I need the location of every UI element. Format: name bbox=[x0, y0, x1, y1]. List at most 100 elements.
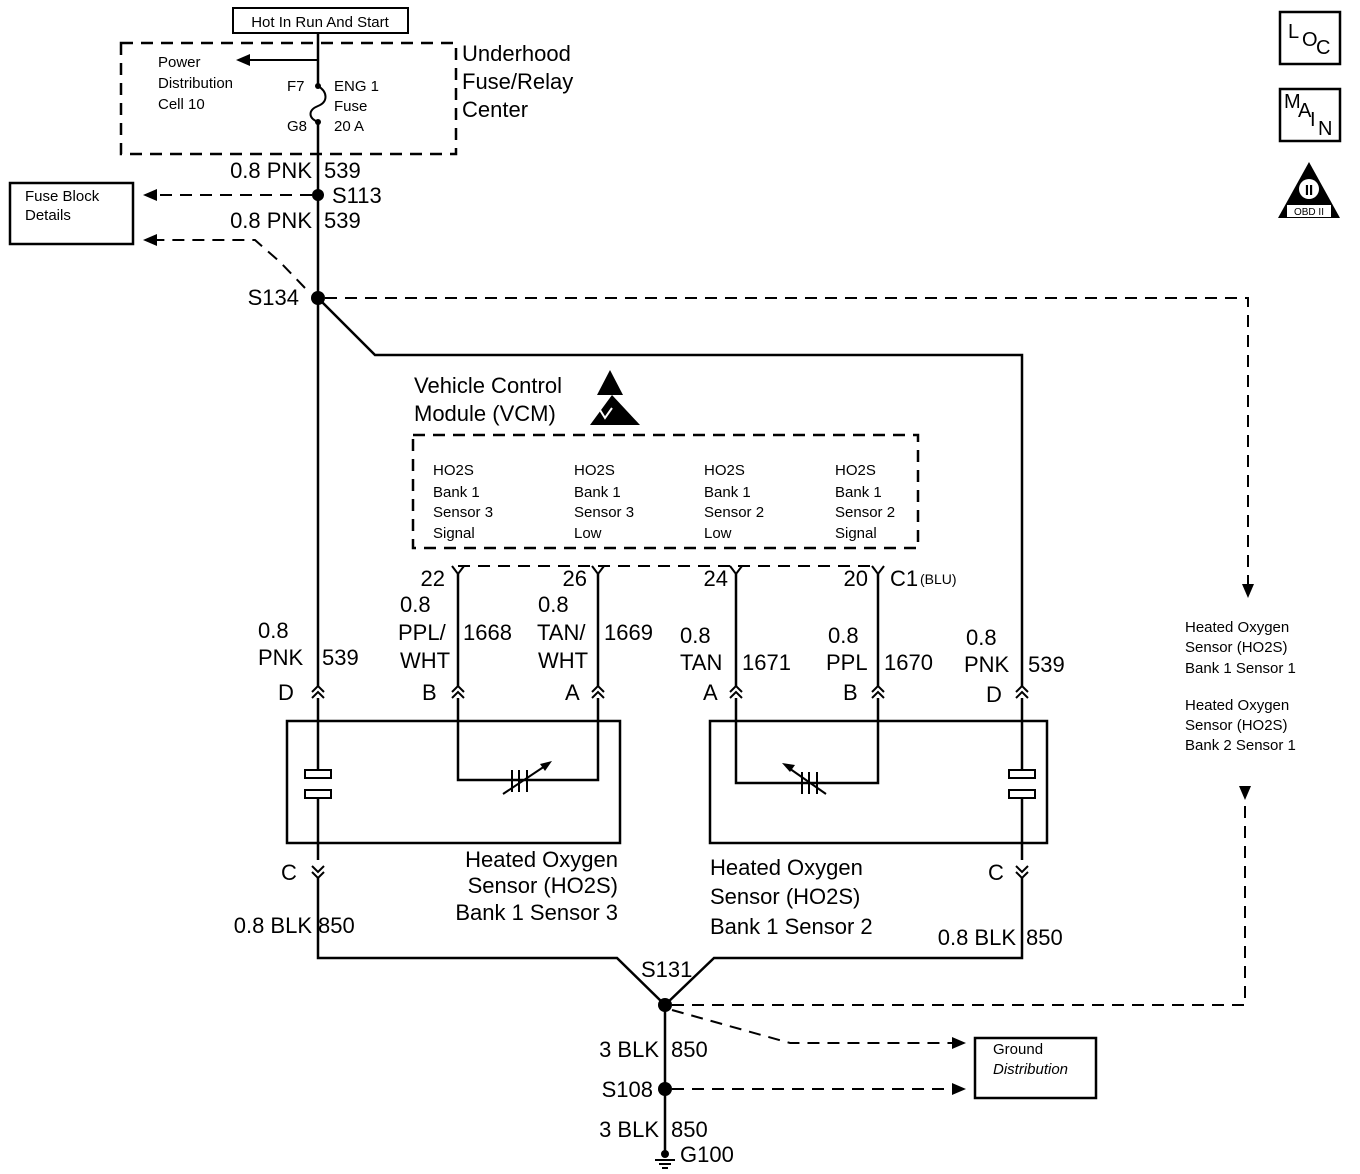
svg-text:Heated Oxygen: Heated Oxygen bbox=[1185, 619, 1289, 636]
arrow-down-icon bbox=[1239, 786, 1251, 800]
connector-c1: C1 bbox=[890, 566, 918, 591]
circuit-1671: 0.8 TAN 1671 bbox=[680, 623, 791, 675]
svg-text:Sensor (HO2S): Sensor (HO2S) bbox=[1185, 639, 1288, 656]
fuse-center-line3: Center bbox=[462, 97, 528, 122]
connector-c1-pins bbox=[451, 565, 885, 576]
svg-text:WHT: WHT bbox=[538, 648, 588, 673]
svg-text:Bank 1: Bank 1 bbox=[704, 484, 751, 501]
g8-label: G8 bbox=[287, 118, 307, 135]
blk-right-num: 850 bbox=[1026, 925, 1063, 950]
svg-text:Low: Low bbox=[574, 525, 602, 542]
pin-a-s2: A bbox=[703, 680, 718, 705]
svg-text:539: 539 bbox=[1028, 652, 1065, 677]
note-bank2-sensor1: Heated Oxygen Sensor (HO2S) Bank 2 Senso… bbox=[1185, 697, 1296, 754]
svg-text:0.8: 0.8 bbox=[966, 625, 997, 650]
svg-text:N: N bbox=[1318, 118, 1332, 140]
circuit-right-pnk: 0.8 PNK 539 bbox=[964, 625, 1065, 677]
pnk-mid-num: 539 bbox=[324, 208, 361, 233]
pnk-top-num: 539 bbox=[324, 158, 361, 183]
vcm-title-1: Vehicle Control bbox=[414, 373, 562, 398]
power-dist-line2: Distribution bbox=[158, 75, 233, 92]
fuse-icon bbox=[309, 85, 327, 123]
circuit-1669: 0.8 TAN/ WHT 1669 bbox=[537, 592, 653, 673]
fuse-relay-center-box bbox=[119, 41, 458, 156]
pin-d-s2: D bbox=[986, 682, 1002, 707]
svg-text:Bank 1: Bank 1 bbox=[433, 484, 480, 501]
svg-text:Heated Oxygen: Heated Oxygen bbox=[1185, 697, 1289, 714]
blk3-a-num: 850 bbox=[671, 1037, 708, 1062]
svg-text:TAN/: TAN/ bbox=[537, 620, 586, 645]
svg-text:OBD II: OBD II bbox=[1294, 207, 1324, 218]
heater-element-icon bbox=[1008, 769, 1036, 799]
svg-text:WHT: WHT bbox=[400, 648, 450, 673]
loc-badge[interactable]: L O C bbox=[1278, 10, 1342, 66]
connector-color: (BLU) bbox=[920, 571, 957, 587]
fuse-label-2: Fuse bbox=[334, 98, 367, 115]
svg-text:0.8: 0.8 bbox=[538, 592, 569, 617]
power-dist-line1: Power bbox=[158, 54, 201, 71]
pnk-mid-size: 0.8 PNK bbox=[230, 208, 312, 233]
sensor-s2-line2: Sensor (HO2S) bbox=[710, 884, 860, 909]
pin-b-s3: B bbox=[422, 680, 437, 705]
svg-text:L: L bbox=[1288, 21, 1299, 43]
sensor-s3-line1: Heated Oxygen bbox=[465, 847, 618, 872]
svg-text:Bank 1 Sensor 1: Bank 1 Sensor 1 bbox=[1185, 660, 1296, 677]
pin-a-s3: A bbox=[565, 680, 580, 705]
svg-text:Signal: Signal bbox=[835, 525, 877, 542]
fuse-block-line1: Fuse Block bbox=[25, 188, 100, 205]
s108-label: S108 bbox=[602, 1077, 653, 1102]
note-bank1-sensor1: Heated Oxygen Sensor (HO2S) Bank 1 Senso… bbox=[1185, 619, 1296, 677]
esd-warning-icon bbox=[590, 370, 640, 425]
svg-text:HO2S: HO2S bbox=[433, 462, 474, 479]
svg-text:1670: 1670 bbox=[884, 650, 933, 675]
arrow-left-icon bbox=[143, 234, 157, 246]
svg-text:Low: Low bbox=[704, 525, 732, 542]
obd-ii-icon: II OBD II bbox=[1278, 162, 1340, 218]
svg-text:0.8: 0.8 bbox=[258, 618, 289, 643]
blk3-b-num: 850 bbox=[671, 1117, 708, 1142]
pin-c-s2: C bbox=[988, 860, 1004, 885]
pin-24: 24 bbox=[704, 566, 728, 591]
arrow-right-icon bbox=[952, 1083, 966, 1095]
svg-text:C: C bbox=[1316, 37, 1330, 59]
svg-text:Sensor 3: Sensor 3 bbox=[433, 504, 493, 521]
fuse-block-line2: Details bbox=[25, 207, 71, 224]
svg-text:0.8: 0.8 bbox=[828, 623, 859, 648]
circuit-left-pnk: 0.8 PNK 539 bbox=[258, 618, 359, 670]
svg-text:TAN: TAN bbox=[680, 650, 722, 675]
circuit-1668: 0.8 PPL/ WHT 1668 bbox=[398, 592, 512, 673]
fuse-block-details-box bbox=[8, 181, 135, 246]
blk-right-size: 0.8 BLK bbox=[938, 925, 1017, 950]
vcm-box bbox=[411, 433, 920, 550]
pin-20: 20 bbox=[844, 566, 868, 591]
vcm-signal-4: HO2S Bank 1 Sensor 2 Signal bbox=[835, 462, 895, 542]
svg-text:M: M bbox=[1284, 91, 1301, 113]
svg-text:Bank 1: Bank 1 bbox=[574, 484, 621, 501]
svg-text:HO2S: HO2S bbox=[574, 462, 615, 479]
svg-text:A: A bbox=[1298, 100, 1312, 122]
sensor-element-icon bbox=[782, 763, 827, 795]
svg-text:Sensor 2: Sensor 2 bbox=[704, 504, 764, 521]
splice-s108 bbox=[658, 1082, 672, 1096]
main-badge[interactable]: M A I N bbox=[1278, 87, 1342, 143]
svg-text:HO2S: HO2S bbox=[835, 462, 876, 479]
s134-label: S134 bbox=[248, 285, 299, 310]
vcm-signal-3: HO2S Bank 1 Sensor 2 Low bbox=[704, 462, 764, 542]
blk-left-size: 0.8 BLK bbox=[234, 913, 313, 938]
svg-text:HO2S: HO2S bbox=[704, 462, 745, 479]
fuse-center-line2: Fuse/Relay bbox=[462, 69, 573, 94]
svg-text:Sensor (HO2S): Sensor (HO2S) bbox=[1185, 717, 1288, 734]
pin-c-s3: C bbox=[281, 860, 297, 885]
f7-label: F7 bbox=[287, 78, 305, 95]
s131-label: S131 bbox=[641, 957, 692, 982]
svg-text:PNK: PNK bbox=[964, 652, 1010, 677]
arrow-down-icon bbox=[1242, 584, 1254, 598]
svg-text:O: O bbox=[1302, 29, 1318, 51]
blk-left-num: 850 bbox=[318, 913, 355, 938]
svg-text:539: 539 bbox=[322, 645, 359, 670]
g100-label: G100 bbox=[680, 1142, 734, 1167]
ground-line1: Ground bbox=[993, 1041, 1043, 1058]
heater-element-icon bbox=[304, 769, 332, 799]
vcm-title-2: Module (VCM) bbox=[414, 401, 556, 426]
